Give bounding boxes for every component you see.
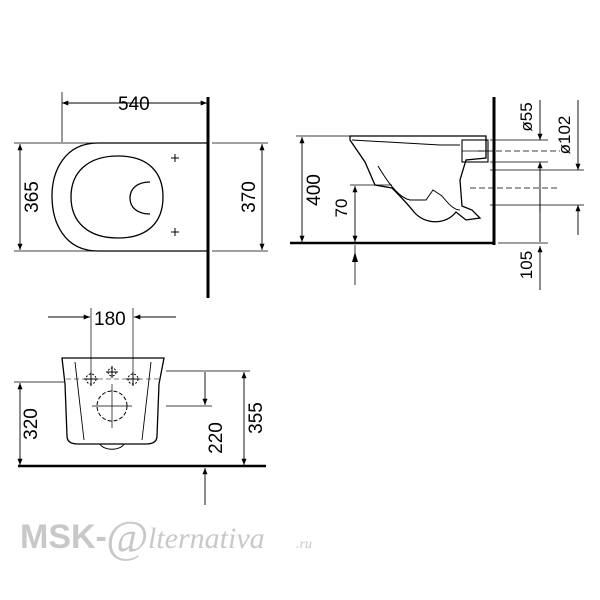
dim-label-d102: ø102: [555, 116, 574, 155]
dim-label-105: 105: [517, 251, 536, 279]
front-view: [14, 308, 266, 505]
watermark-suffix: lternativa: [148, 522, 265, 555]
top-view-bolt-mark-top: [171, 154, 179, 162]
top-view-bowl-outline: [51, 142, 208, 252]
side-view-seat-line: [351, 139, 460, 146]
dim-label-d55: ø55: [517, 102, 536, 131]
dim-label-400: 400: [304, 174, 325, 206]
top-view-bolt-mark-bottom: [171, 228, 179, 236]
watermark-at: @: [106, 511, 148, 562]
watermark: MSK- @ lternativa .ru: [20, 511, 312, 562]
side-view-trapway: [377, 165, 461, 211]
dim-label-70: 70: [332, 199, 351, 218]
top-view-flush-hole: [129, 181, 151, 215]
front-view-body-outline: [61, 357, 165, 445]
dim-label-370: 370: [239, 181, 260, 213]
front-view-bolt-center: [106, 366, 118, 378]
side-view: [290, 97, 584, 290]
top-view: [14, 92, 268, 298]
dim-label-180: 180: [94, 309, 126, 330]
dim-label-220: 220: [206, 422, 227, 454]
dim-label-355: 355: [246, 402, 267, 434]
front-view-skirt: [99, 443, 125, 450]
watermark-prefix: MSK-: [20, 518, 107, 556]
dim-label-365: 365: [22, 181, 43, 213]
top-view-bowl-opening: [70, 155, 164, 239]
side-view-bowl-outline: [349, 135, 487, 223]
watermark-tld: .ru: [296, 537, 312, 552]
dim-label-540: 540: [118, 94, 150, 115]
dim-label-320: 320: [21, 408, 42, 440]
